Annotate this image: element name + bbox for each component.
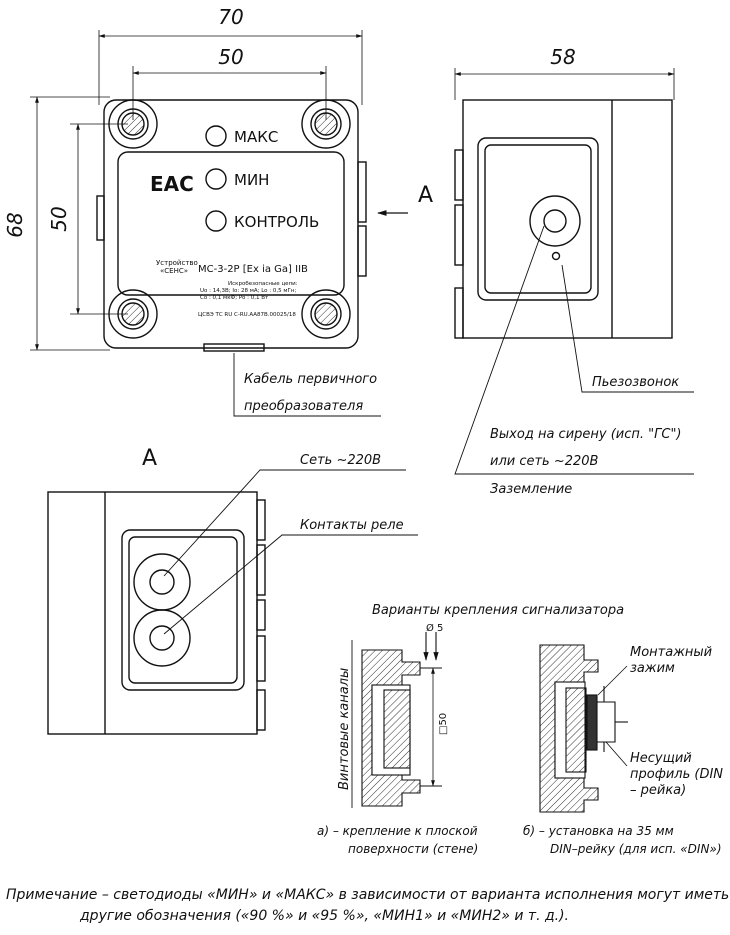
led-control-label: КОНТРОЛЬ xyxy=(234,213,319,231)
dim-overall-height xyxy=(30,96,110,351)
spec-line1: Uo : 14,3В; Io: 28 мА; Lo : 0,5 мГн; xyxy=(200,288,296,294)
network-gland xyxy=(133,553,191,611)
profile-label-line1: Несущий xyxy=(630,751,692,766)
profile-label-line2: профиль (DIN xyxy=(630,767,723,782)
piezo-label: Пьезозвонок xyxy=(592,375,679,390)
dim-hole-height xyxy=(70,123,128,315)
dim-hole-width xyxy=(132,66,327,120)
pitch-label: □50 xyxy=(438,713,449,735)
caption-b-line2: DIN–рейку (для исп. «DIN») xyxy=(550,842,722,856)
device-line1: Устройство xyxy=(156,259,198,267)
housing-inner xyxy=(117,151,345,296)
model-label: МС-3-2Р [Ex ia Ga] IIB xyxy=(198,264,308,275)
profile-label-line3: – рейка) xyxy=(630,783,686,798)
ground-screw xyxy=(551,251,561,261)
side-view xyxy=(454,68,675,339)
caption-a-line2: поверхности (стене) xyxy=(348,842,478,856)
relay-gland xyxy=(133,609,191,667)
eac-mark: EAC xyxy=(150,172,194,196)
cert-label: ЦСВЭ ТС RU C-RU.АА87В.00025/18 xyxy=(198,312,296,318)
hole-diameter-label: Ø 5 xyxy=(426,622,443,634)
callout-text: Кабель первичного преобразователя Пьезоз… xyxy=(244,372,682,533)
view-a-title: А xyxy=(142,446,157,471)
ground-label: Заземление xyxy=(490,482,572,497)
caption-a-line1: а) – крепление к плоской xyxy=(317,824,478,838)
view-arrow-label: А xyxy=(418,183,433,208)
dim-overall-height-label: 68 xyxy=(3,212,27,237)
note-line1: Примечание – светодиоды «МИН» и «МАКС» в… xyxy=(6,887,729,903)
relay-label: Контакты реле xyxy=(300,518,404,533)
network-label: Сеть ~220В xyxy=(300,453,381,468)
dim-overall-width-label: 70 xyxy=(218,5,243,29)
front-view xyxy=(30,30,408,352)
mounting-variant-b xyxy=(539,644,628,813)
mounting-variant-b-text: Монтажный зажим Несущий профиль (DIN – р… xyxy=(630,645,723,798)
caption-b-line1: б) – установка на 35 мм xyxy=(523,824,674,838)
corner-screws xyxy=(108,99,351,339)
dim-overall-width xyxy=(98,30,363,105)
clamp-label-line1: Монтажный xyxy=(630,645,712,660)
view-a xyxy=(47,491,266,735)
led-control-indicator xyxy=(205,210,227,232)
spec-line2: Co : 0,1 мкФ; Po : 0,1 Вт xyxy=(200,295,269,301)
mounting-title: Варианты крепления сигнализатора xyxy=(372,603,624,618)
dim-depth-label: 58 xyxy=(550,45,575,69)
mounting-captions: а) – крепление к плоской поверхности (ст… xyxy=(317,824,722,856)
dim-hole-height-label: 50 xyxy=(47,206,71,231)
siren-label-line1: Выход на сирену (исп. "ГС") xyxy=(490,427,682,442)
led-max-indicator xyxy=(205,125,227,147)
note-line2: другие обозначения («90 %» и «95 %», «МИ… xyxy=(79,908,569,924)
siren-label-line2: или сеть ~220В xyxy=(490,454,599,469)
led-min-label: МИН xyxy=(234,171,269,189)
spec-title: Искробезопасные цепи: xyxy=(228,281,298,287)
footnote: Примечание – светодиоды «МИН» и «МАКС» в… xyxy=(6,887,729,924)
callout-leaders xyxy=(163,225,694,635)
cable-label-line1: Кабель первичного xyxy=(244,372,377,387)
led-min-indicator xyxy=(205,168,227,190)
clamp-label-line2: зажим xyxy=(630,661,675,676)
mounting-variant-a xyxy=(351,632,442,808)
screw-channels-label: Винтовые каналы xyxy=(337,668,352,790)
cable-label-line2: преобразователя xyxy=(244,399,363,414)
led-max-label: МАКС xyxy=(234,128,278,146)
dim-hole-width-label: 50 xyxy=(218,45,243,69)
device-line2: «СЕНС» xyxy=(160,267,188,275)
front-view-text: 70 50 68 50 EAC МАКС МИН КОНТРОЛЬ Устрой… xyxy=(3,5,433,318)
piezo-buzzer xyxy=(529,195,581,247)
